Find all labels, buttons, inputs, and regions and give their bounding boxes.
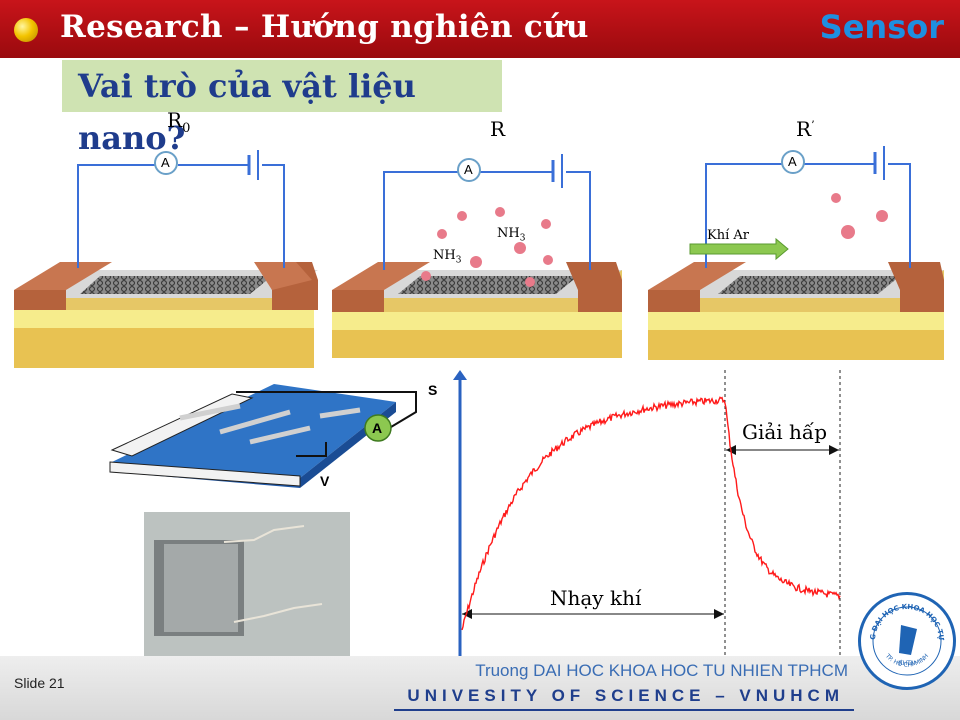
sensor-photo [144,512,350,656]
response-graph [453,370,841,658]
stage-2-device [332,154,622,358]
meter-label: A [161,155,170,170]
question-box: Vai trò của vật liệu nano? [62,60,502,157]
stage-label-r0: R0 [167,108,191,136]
sensing-label: Nhạy khí [550,586,642,610]
svg-text:KHTN: KHTN [899,660,916,667]
ammeter-icon [364,414,392,442]
stage-1-device [14,150,318,368]
stage-label-r: R [490,117,506,141]
stage-3-device [648,146,944,360]
meter-label: A [464,162,473,177]
slide-title: Research – Hướng nghiên cứu [60,9,589,45]
ammeter-icon [781,150,805,174]
school-name: Truong DAI HOC KHOA HOC TU NHIEN TPHCM [475,661,848,680]
response-curve [461,396,841,631]
desorption-label: Giải hấp [742,420,827,444]
ammeter-icon [457,158,481,182]
gas-flow-arrow-icon [689,237,789,261]
gas-flow-label: Khí Ar [707,228,749,243]
footer-rule [394,709,854,711]
slide-number: Slide 21 [14,675,65,691]
title-bar [0,0,960,58]
bullet-icon [14,18,38,42]
meter-label: A [372,420,383,436]
university-logo: TRƯỜNG ĐẠI HỌC KHOA HỌC TỰ NHIÊN TP. HỒ … [858,588,956,690]
stage-label-r-prime: R’ [796,117,815,141]
gas-label: NH3 [497,226,526,244]
sensor-schematic [109,384,417,488]
sensor-stages-diagram [14,146,944,368]
university-name: UNIVESITY OF SCIENCE – VNUHCM [407,686,844,705]
y-axis-label: S [428,382,438,398]
meter-label: A [788,154,797,169]
sensor-tag: Sensor [819,8,944,46]
gas-label: NH3 [433,248,462,266]
voltage-label: V [320,473,330,489]
ammeter-icon [154,151,178,175]
